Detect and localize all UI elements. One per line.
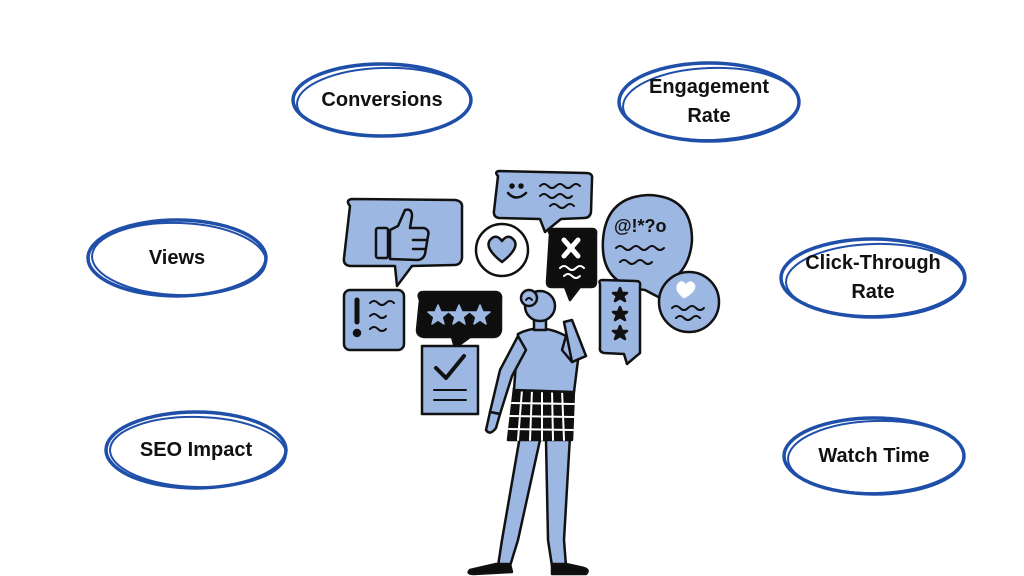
three-stars-icon bbox=[427, 304, 491, 325]
metric-click-through-rate: Click-Through Rate bbox=[776, 234, 970, 322]
smiley-icon bbox=[506, 183, 528, 199]
metric-label: Click-Through Rate bbox=[805, 249, 941, 307]
metric-conversions: Conversions bbox=[288, 58, 476, 142]
heart-icon bbox=[487, 235, 517, 264]
exclamation-icon bbox=[352, 297, 362, 338]
smiley-bubble bbox=[492, 169, 594, 234]
three-stars-bubble bbox=[415, 290, 503, 350]
heart-bubble bbox=[474, 222, 530, 278]
metric-label: Engagement Rate bbox=[649, 73, 769, 131]
metric-label: Views bbox=[148, 246, 206, 269]
thumbs-up-bubble bbox=[342, 197, 464, 288]
hand-drawn-ellipse bbox=[617, 61, 801, 143]
metric-label-line: Engagement bbox=[648, 76, 770, 98]
x-icon bbox=[561, 237, 581, 259]
metric-label: Watch Time bbox=[818, 444, 930, 467]
metric-label-line: Rate bbox=[851, 281, 895, 303]
metric-seo-impact: SEO Impact bbox=[100, 406, 292, 494]
metric-watch-time: Watch Time bbox=[778, 412, 970, 500]
heart-icon bbox=[676, 281, 696, 299]
vertical-stars-bubble bbox=[598, 278, 642, 366]
thumbs-up-icon bbox=[374, 208, 430, 262]
person-figure bbox=[467, 288, 589, 576]
hand-drawn-ellipse bbox=[782, 416, 966, 496]
person-with-feedback-bubbles-illustration: @!*?o bbox=[342, 169, 721, 576]
checklist-document bbox=[420, 344, 480, 416]
hand-drawn-ellipse bbox=[86, 218, 268, 298]
metric-label: SEO Impact bbox=[139, 438, 253, 461]
vertical-stars-icon bbox=[611, 286, 629, 341]
metric-label: Conversions bbox=[321, 88, 443, 111]
hand-drawn-ellipse bbox=[291, 62, 473, 138]
checkmark-icon bbox=[434, 354, 466, 380]
heart-lines-bubble bbox=[657, 270, 721, 334]
exclamation-bubble bbox=[342, 288, 406, 352]
symbols-bubble: @!*?o bbox=[601, 193, 694, 302]
bubble-symbols-text: @!*?o bbox=[614, 216, 667, 236]
hand-drawn-ellipse bbox=[104, 410, 288, 490]
metric-label-line: Click-Through bbox=[805, 252, 941, 274]
x-bubble bbox=[545, 227, 598, 302]
metric-views: Views bbox=[82, 214, 272, 302]
metric-label-line: Rate bbox=[687, 105, 731, 127]
metric-engagement-rate: Engagement Rate bbox=[614, 58, 804, 146]
hand-drawn-ellipse bbox=[779, 237, 967, 319]
